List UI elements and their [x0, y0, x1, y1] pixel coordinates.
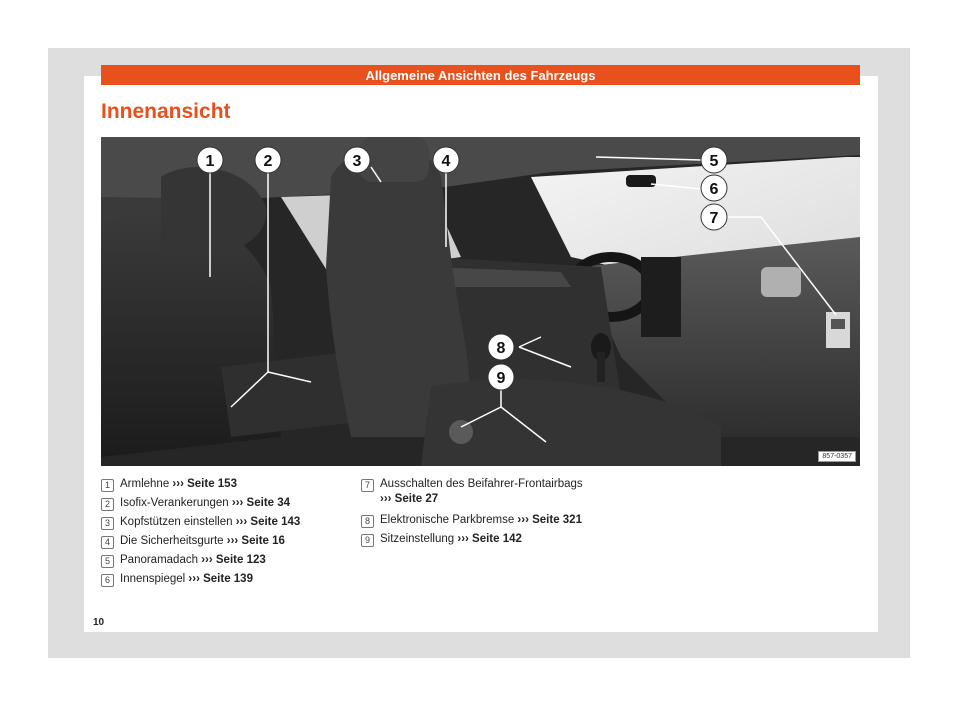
legend-list-left: 1 Armlehne ››› Seite 153 2 Isofix-Verank… — [101, 478, 361, 593]
page-number: 10 — [93, 617, 105, 628]
item-number: 9 — [361, 534, 374, 547]
svg-text:5: 5 — [710, 153, 719, 170]
svg-text:4: 4 — [442, 153, 451, 170]
legend-list-right: 7 Ausschalten des Beifahrer-Frontairbags… — [361, 478, 661, 558]
svg-text:8: 8 — [497, 340, 506, 357]
svg-text:7: 7 — [710, 210, 719, 227]
page-reference-link[interactable]: ››› Seite 153 — [172, 478, 237, 490]
callout-5: 5 — [700, 146, 728, 174]
page-reference-link[interactable]: ››› Seite 321 — [517, 514, 582, 526]
page-reference-link[interactable]: ››› Seite 142 — [457, 533, 522, 545]
item-text: Panoramadach — [120, 554, 202, 566]
callout-1: 1 — [196, 146, 224, 174]
item-number: 8 — [361, 515, 374, 528]
page-reference-link[interactable]: ››› Seite 27 — [380, 493, 439, 505]
svg-text:2: 2 — [264, 153, 273, 170]
svg-text:1: 1 — [206, 153, 215, 170]
svg-text:3: 3 — [353, 153, 362, 170]
item-text: Die Sicherheitsgurte — [120, 535, 227, 547]
item-number: 7 — [361, 479, 374, 492]
callout-7: 7 — [700, 203, 728, 231]
item-number: 6 — [101, 574, 114, 587]
page-reference-link[interactable]: ››› Seite 143 — [235, 516, 301, 528]
section-header-bar: Allgemeine Ansichten des Fahrzeugs — [101, 65, 860, 85]
page-reference-link[interactable]: ››› Seite 34 — [231, 497, 291, 509]
item-text: Innenspiegel — [120, 573, 189, 585]
page-reference-link[interactable]: ››› Seite 139 — [188, 573, 253, 585]
callout-markers: 1 2 3 4 5 6 7 — [196, 146, 728, 391]
item-text: Ausschalten des Beifahrer-Frontairbags — [380, 478, 583, 490]
item-number: 1 — [101, 479, 114, 492]
item-number: 4 — [101, 536, 114, 549]
svg-text:6: 6 — [710, 181, 719, 198]
item-number: 5 — [101, 555, 114, 568]
callout-2: 2 — [254, 146, 282, 174]
item-text: Sitzeinstellung — [380, 533, 458, 545]
callout-8: 8 — [487, 333, 515, 361]
page-reference-link[interactable]: ››› Seite 16 — [226, 535, 285, 547]
callout-4: 4 — [432, 146, 460, 174]
interior-illustration: 1 2 3 4 5 6 7 — [101, 137, 860, 466]
svg-text:9: 9 — [497, 370, 506, 387]
item-text: Kopfstützen einstellen — [120, 516, 236, 528]
page-reference-link[interactable]: ››› Seite 123 — [201, 554, 266, 566]
interior-photo: 1 2 3 4 5 6 7 — [101, 137, 860, 466]
page-title: Innenansicht — [101, 100, 231, 123]
callout-6: 6 — [700, 174, 728, 202]
item-text: Elektronische Parkbremse — [380, 514, 518, 526]
section-header-text: Allgemeine Ansichten des Fahrzeugs — [365, 67, 596, 83]
figure-code: 857-0357 — [818, 451, 856, 462]
item-text: Armlehne — [120, 478, 173, 490]
callout-3: 3 — [343, 146, 371, 174]
callout-9: 9 — [487, 363, 515, 391]
item-number: 2 — [101, 498, 114, 511]
item-number: 3 — [101, 517, 114, 530]
item-text: Isofix-Verankerungen — [120, 497, 232, 509]
